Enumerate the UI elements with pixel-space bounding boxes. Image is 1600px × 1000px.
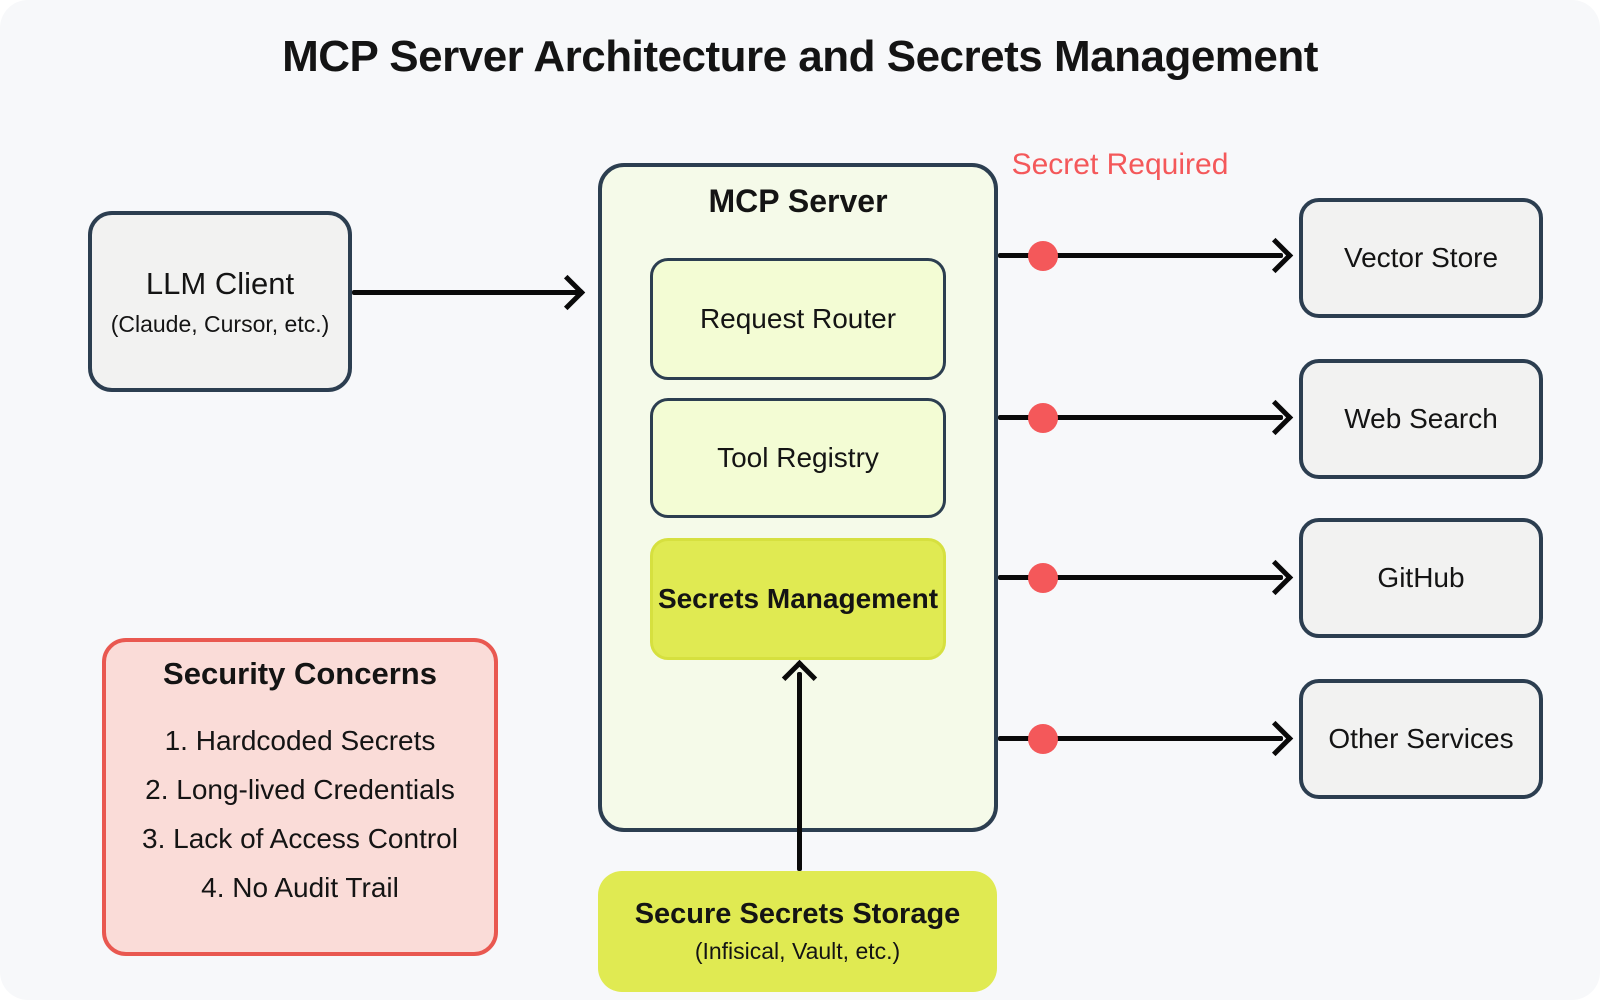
arrow-to-web-search-line xyxy=(998,415,1283,420)
module-tool-registry: Tool Registry xyxy=(650,398,946,518)
security-concern-item: 4. No Audit Trail xyxy=(201,872,399,903)
llm-client-node: LLM Client (Claude, Cursor, etc.) xyxy=(88,211,352,392)
page-title: MCP Server Architecture and Secrets Mana… xyxy=(282,32,1318,81)
arrow-to-other-services-head xyxy=(1257,720,1294,757)
secret-dot-github xyxy=(1028,563,1058,593)
arrow-to-other-services-line xyxy=(998,736,1283,741)
arrow-to-vector-store-head xyxy=(1257,237,1294,274)
service-github: GitHub xyxy=(1299,518,1543,638)
secret-dot-other-services xyxy=(1028,724,1058,754)
arrow-storage-to-secrets-line xyxy=(797,672,802,871)
arrow-to-web-search-head xyxy=(1257,399,1294,436)
secret-dot-web-search xyxy=(1028,403,1058,433)
security-concern-item: 2. Long-lived Credentials xyxy=(145,774,455,805)
service-vector-store: Vector Store xyxy=(1299,198,1543,318)
llm-client-title: LLM Client xyxy=(145,265,295,301)
arrow-to-github-head xyxy=(1257,559,1294,596)
secure-secrets-storage-node: Secure Secrets Storage (Infisical, Vault… xyxy=(598,871,997,992)
arrow-llm-to-mcp-line xyxy=(352,290,580,295)
service-web-search: Web Search xyxy=(1299,359,1543,479)
security-concerns-panel xyxy=(102,638,498,956)
llm-client-subtitle: (Claude, Cursor, etc.) xyxy=(110,310,330,337)
secure-secrets-storage-title: Secure Secrets Storage xyxy=(634,898,961,930)
secret-required-label: Secret Required xyxy=(1011,148,1229,181)
security-concern-item: 3. Lack of Access Control xyxy=(142,823,458,854)
module-request-router: Request Router xyxy=(650,258,946,380)
service-other-services: Other Services xyxy=(1299,679,1543,799)
security-concern-item: 1. Hardcoded Secrets xyxy=(164,725,436,756)
mcp-server-title: MCP Server xyxy=(708,183,888,219)
arrow-llm-to-mcp-head xyxy=(549,274,586,311)
security-concerns-title: Security Concerns xyxy=(163,656,437,691)
module-secrets-management: Secrets Management xyxy=(650,538,946,660)
secure-secrets-storage-subtitle: (Infisical, Vault, etc.) xyxy=(694,938,901,964)
secret-dot-vector-store xyxy=(1028,241,1058,271)
security-concerns-list: 1. Hardcoded Secrets 2. Long-lived Crede… xyxy=(102,716,498,912)
arrow-to-vector-store-line xyxy=(998,253,1283,258)
arrow-to-github-line xyxy=(998,575,1283,580)
